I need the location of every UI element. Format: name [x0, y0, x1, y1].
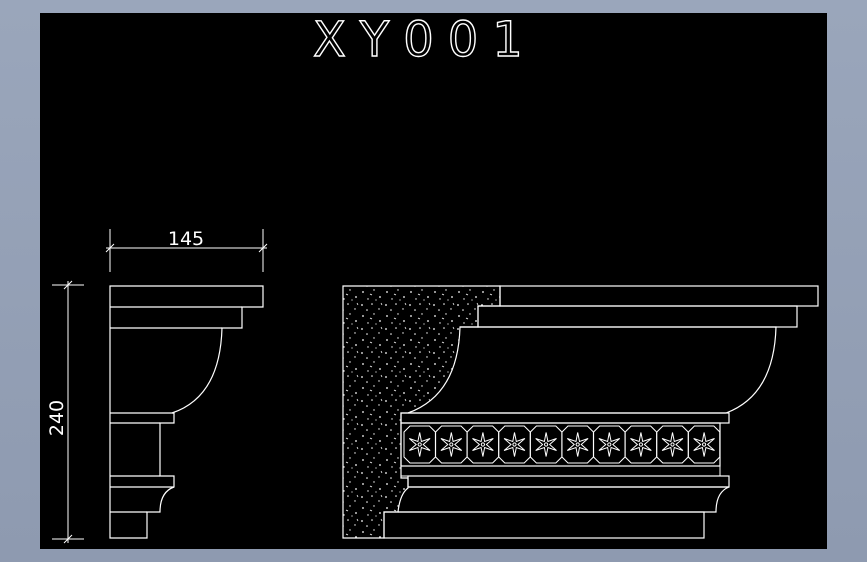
- elevation-view: [342, 285, 819, 539]
- rosette-tile: [529, 425, 563, 464]
- cove-moulding: [408, 326, 777, 414]
- height-dimension-label: 240: [46, 400, 68, 436]
- rosette-row: [403, 425, 721, 464]
- lower-fillet: [407, 475, 730, 488]
- upper-band: [477, 305, 798, 328]
- rosette-tile: [498, 425, 531, 464]
- rosette-tile: [593, 425, 626, 464]
- rosette-tile: [435, 425, 468, 464]
- rosette-tile: [403, 425, 436, 464]
- drawing-canvas[interactable]: [40, 13, 827, 549]
- top-slab: [499, 285, 819, 307]
- rosette-tile: [561, 425, 594, 464]
- rosette-tile: [466, 425, 500, 464]
- rosette-tile: [624, 425, 658, 464]
- section-profile: 145 240: [46, 228, 268, 544]
- width-dimension: 145: [105, 228, 268, 272]
- profile-outline: [109, 285, 264, 539]
- ornament-band: [400, 422, 721, 467]
- width-dimension-label: 145: [168, 228, 204, 250]
- rosette-tile: [656, 425, 689, 464]
- ornament-band-base: [400, 465, 721, 477]
- base-plinth: [383, 511, 705, 539]
- drawing-title: XY001: [313, 12, 537, 68]
- lower-ogee-band: [398, 486, 730, 513]
- upper-fillet: [400, 412, 730, 424]
- rosette-tile: [687, 425, 721, 464]
- height-dimension: 240: [46, 280, 84, 544]
